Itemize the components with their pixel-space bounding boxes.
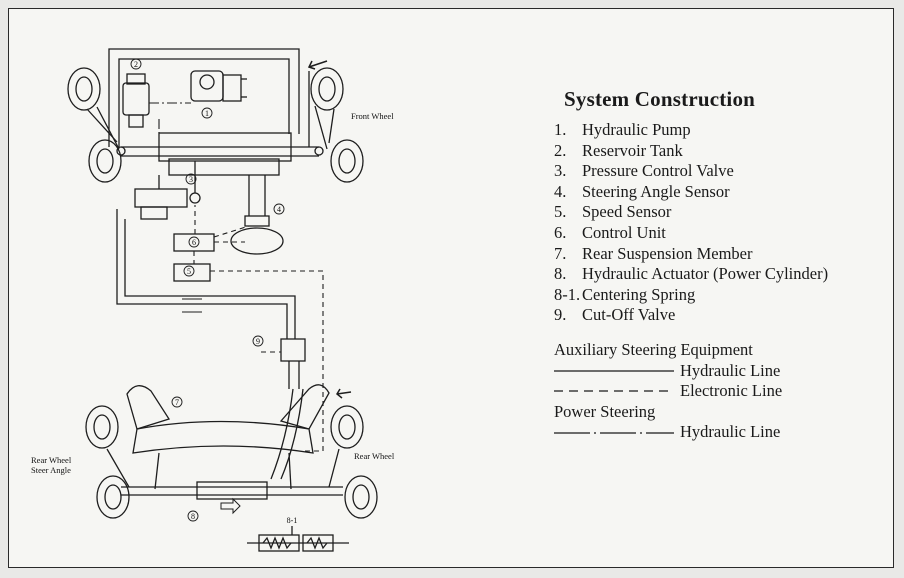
list-item: 7. Rear Suspension Member bbox=[554, 244, 884, 265]
reservoir-tank bbox=[122, 73, 150, 128]
legend-electronic-line: Electronic Line bbox=[554, 381, 884, 402]
figure-frame: 1 2 3 4 5 6 7 8 8-1 9 Front Wheel Rear W… bbox=[8, 8, 894, 568]
legend-hydraulic-line: Hydraulic Line bbox=[554, 361, 884, 382]
rear-left-wheel-top bbox=[85, 405, 119, 449]
hydraulic-pump bbox=[190, 70, 247, 102]
rear-wheel-steer-angle-label-2: Steer Angle bbox=[31, 465, 71, 475]
item-number: 1. bbox=[554, 120, 567, 139]
aux-heading: Auxiliary Steering Equipment bbox=[554, 339, 753, 359]
centering-spring-detail bbox=[247, 526, 349, 552]
front-wheel-label: Front Wheel bbox=[351, 111, 394, 121]
legend-panel: System Construction 1. Hydraulic Pump 2. R… bbox=[554, 87, 884, 443]
component-list: 1. Hydraulic Pump 2. Reservoir Tank 3. Pres… bbox=[554, 120, 884, 326]
item-number: 8-1. bbox=[554, 284, 581, 304]
list-item: 8. Hydraulic Actuator (Power Cylinder) bbox=[554, 264, 884, 285]
hydraulic-actuator bbox=[196, 481, 268, 500]
item-label: Pressure Control Valve bbox=[582, 161, 734, 181]
item-number: 2. bbox=[554, 140, 567, 160]
item-label: Hydraulic Pump bbox=[582, 120, 691, 139]
rear-wheel-label: Rear Wheel bbox=[354, 451, 395, 461]
item-label: Rear Suspension Member bbox=[582, 243, 753, 263]
item-label: Reservoir Tank bbox=[582, 140, 683, 160]
list-item: 5. Speed Sensor bbox=[554, 202, 884, 223]
item-number: 8. bbox=[554, 264, 567, 284]
front-left-wheel-top bbox=[67, 67, 101, 111]
item-number: 7. bbox=[554, 243, 567, 263]
list-item: 1. Hydraulic Pump bbox=[554, 120, 884, 141]
list-item: 4. Steering Angle Sensor bbox=[554, 182, 884, 203]
item-label: Cut-Off Valve bbox=[582, 305, 676, 325]
callouts bbox=[130, 58, 285, 522]
callout-1: 1 bbox=[205, 109, 209, 118]
electronic-line-label: Electronic Line bbox=[680, 381, 783, 401]
rear-left-wheel-bottom bbox=[96, 475, 130, 519]
list-item: 2. Reservoir Tank bbox=[554, 141, 884, 162]
front-left-wheel-bottom bbox=[88, 139, 122, 183]
speed-sensor-box bbox=[173, 263, 211, 282]
item-label: Control Unit bbox=[582, 222, 666, 242]
legend-title: System Construction bbox=[564, 87, 756, 111]
dashed-line-swatch bbox=[554, 386, 674, 396]
list-item: 8-1.Centering Spring bbox=[554, 285, 884, 306]
callout-8-1: 8-1 bbox=[287, 516, 298, 525]
solid-line-swatch bbox=[554, 366, 674, 376]
list-item: 6. Control Unit bbox=[554, 223, 884, 244]
item-number: 5. bbox=[554, 202, 567, 222]
front-right-wheel-top bbox=[310, 67, 344, 111]
callout-7: 7 bbox=[175, 398, 179, 407]
callout-6: 6 bbox=[192, 238, 196, 247]
rear-right-wheel-bottom bbox=[344, 475, 378, 519]
ps-hydraulic-line-label: Hydraulic Line bbox=[680, 422, 781, 442]
callout-5: 5 bbox=[187, 267, 191, 276]
item-label: Speed Sensor bbox=[582, 202, 672, 222]
system-diagram: 1 2 3 4 5 6 7 8 8-1 9 Front Wheel Rear W… bbox=[31, 48, 395, 552]
item-number: 6. bbox=[554, 222, 567, 242]
item-number: 9. bbox=[554, 305, 567, 325]
callout-4: 4 bbox=[277, 205, 281, 214]
list-item: 9. Cut-Off Valve bbox=[554, 305, 884, 326]
rear-suspension-member bbox=[126, 384, 330, 490]
item-number: 4. bbox=[554, 181, 567, 201]
rear-right-wheel-top bbox=[330, 405, 364, 449]
item-label: Hydraulic Actuator (Power Cylinder) bbox=[582, 264, 829, 284]
hydraulic-line-label: Hydraulic Line bbox=[680, 360, 781, 380]
callout-8: 8 bbox=[191, 512, 195, 521]
legend-ps-hydraulic-line: Hydraulic Line bbox=[554, 422, 884, 443]
front-right-wheel-bottom bbox=[330, 139, 364, 183]
list-item: 3. Pressure Control Valve bbox=[554, 161, 884, 182]
pressure-control-valve bbox=[134, 188, 201, 220]
item-label: Steering Angle Sensor bbox=[582, 181, 730, 201]
dash-dot-line-swatch bbox=[554, 428, 674, 438]
item-number: 3. bbox=[554, 161, 567, 181]
cut-off-valve bbox=[280, 338, 306, 362]
callout-3: 3 bbox=[189, 175, 193, 184]
steering-angle-sensor bbox=[230, 175, 284, 255]
callout-2: 2 bbox=[134, 60, 138, 69]
ps-heading: Power Steering bbox=[554, 401, 656, 421]
callout-9: 9 bbox=[256, 337, 260, 346]
rear-wheel-steer-angle-label-1: Rear Wheel bbox=[31, 455, 72, 465]
item-label: Centering Spring bbox=[582, 284, 696, 304]
